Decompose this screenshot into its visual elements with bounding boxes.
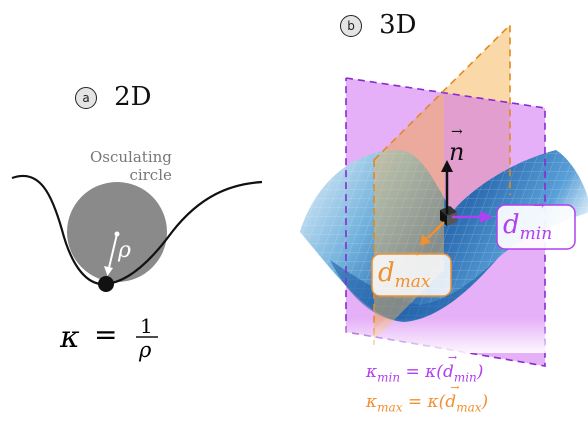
panel-a-graphics bbox=[11, 174, 263, 338]
panel-a-badge: a bbox=[75, 86, 97, 109]
dmax-arrow bbox=[427, 221, 445, 239]
kappa-min-lhs-sub: min bbox=[377, 370, 401, 385]
dmin-label-box bbox=[496, 204, 576, 250]
kappa-max-lhs-sub: max bbox=[377, 400, 403, 415]
fraction-denominator: ρ bbox=[139, 338, 152, 362]
normal-label-text: n bbox=[449, 138, 465, 166]
dmax-label-d: d bbox=[378, 258, 395, 288]
rho-arrow bbox=[107, 233, 118, 273]
dmin-label: → dmin bbox=[503, 198, 553, 245]
kappa-max-equation: κmax = κ(d→max) bbox=[366, 381, 489, 415]
dmax-label-sub: max bbox=[394, 272, 431, 293]
kappa-max-close: ) bbox=[481, 392, 489, 412]
panel-b-header: b 3D bbox=[340, 10, 416, 40]
bottom-fade bbox=[340, 318, 550, 353]
kappa-max-lhs: κ bbox=[366, 392, 378, 412]
purple-plane-border bbox=[345, 77, 546, 367]
saddle-shadow bbox=[330, 258, 498, 322]
panel-a-title: 2D bbox=[114, 82, 152, 112]
osculating-label-line1: Osculating bbox=[90, 148, 172, 166]
kappa-min-equation: κmin = κ(d→min) bbox=[366, 351, 484, 385]
osculating-label: Osculating circle bbox=[90, 148, 172, 184]
kappa-min-rhs: = κ(d bbox=[405, 362, 454, 382]
kappa-max-rhs: = κ(d bbox=[407, 392, 457, 412]
dmax-label: → dmax bbox=[378, 246, 431, 293]
tangent-cube bbox=[440, 206, 457, 226]
panel-b-graphics bbox=[300, 23, 588, 367]
contact-point bbox=[98, 276, 114, 292]
panel-b-title: 3D bbox=[379, 10, 417, 40]
dmin-label-d: d bbox=[503, 210, 520, 240]
dmin-arrowhead bbox=[480, 211, 493, 223]
kappa-min-rhs-sub: min bbox=[453, 370, 477, 385]
dmax-label-box bbox=[371, 253, 452, 297]
panel-b-badge: b bbox=[340, 14, 362, 37]
kappa-max-rhs-sub: max bbox=[456, 400, 482, 415]
kappa-min-lhs: κ bbox=[366, 362, 378, 382]
osculating-label-line2: circle bbox=[129, 166, 172, 184]
dmax-arrowhead bbox=[420, 234, 431, 246]
fraction-numerator: 1 bbox=[140, 314, 153, 338]
kappa-min-close: ) bbox=[476, 362, 484, 382]
normal-arrowhead bbox=[441, 160, 453, 172]
equals-sign: = bbox=[94, 318, 118, 351]
panel-a-header: a 2D bbox=[75, 82, 151, 112]
kappa-symbol: κ bbox=[60, 320, 80, 355]
rho-label: ρ bbox=[118, 238, 131, 263]
rho-arrowhead bbox=[104, 266, 113, 276]
dmin-label-sub: min bbox=[519, 224, 553, 245]
orange-plane-border bbox=[373, 23, 511, 195]
normal-label: → n bbox=[449, 124, 465, 166]
